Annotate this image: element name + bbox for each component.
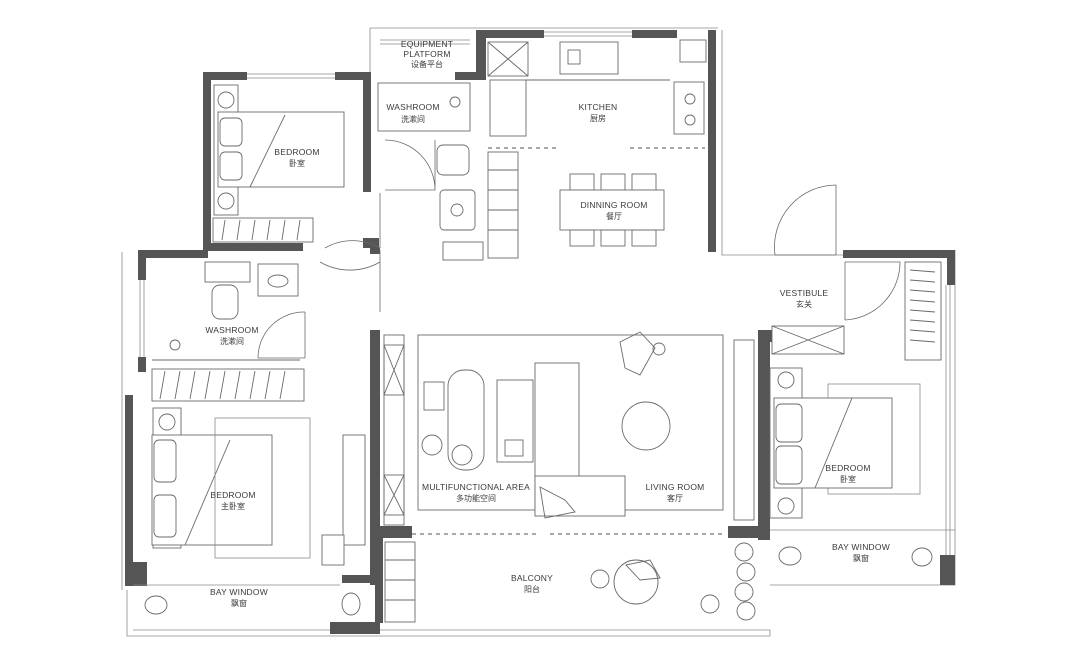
- bedroom-top-label-en: BEDROOM: [274, 147, 319, 157]
- bedroom-right-label-cn: 卧室: [840, 474, 856, 484]
- master-bedroom-label-en: BEDROOM: [210, 490, 255, 500]
- master-bedroom-furniture: [133, 368, 366, 616]
- dining-room-label-cn: 餐厅: [606, 212, 622, 221]
- washroom-top-label-cn: 洗漱间: [401, 114, 425, 124]
- living-room-label-cn: 客厅: [667, 493, 683, 503]
- washroom-top-label-en: WASHROOM: [386, 102, 439, 112]
- room-labels: EQUIPMENT PLATFORM 设备平台 WASHROOM 洗漱间 KIT…: [205, 39, 890, 608]
- bedroom-top-label-cn: 卧室: [289, 158, 305, 168]
- bay-window-left-label-en: BAY WINDOW: [210, 587, 268, 597]
- bedroom-top-furniture: [212, 84, 345, 243]
- bay-window-left-label-cn: 飘窗: [231, 598, 247, 608]
- bay-window-right-label-cn: 飘窗: [853, 553, 869, 563]
- multifunctional-area-label-en: MULTIFUNCTIONAL AREA: [422, 482, 530, 492]
- walls: [125, 30, 955, 634]
- equipment-platform-label-cn: 设备平台: [411, 59, 443, 69]
- kitchen-label-en: KITCHEN: [579, 102, 618, 112]
- vestibule-label-cn: 玄关: [796, 299, 812, 309]
- master-bedroom-label-cn: 主卧室: [221, 501, 245, 511]
- washroom-left-fixtures: [152, 261, 300, 361]
- kitchen-fixtures: [487, 39, 707, 259]
- bay-window-right-label-en: BAY WINDOW: [832, 542, 890, 552]
- balcony-furniture: [384, 541, 756, 623]
- equipment-platform-label-en2: PLATFORM: [403, 49, 450, 59]
- dining-set: [559, 173, 665, 247]
- vestibule-label-en: VESTIBULE: [780, 288, 829, 298]
- balcony-label-cn: 阳台: [524, 584, 540, 594]
- vestibule-and-right-bedroom: [769, 261, 942, 567]
- windows: [139, 31, 951, 555]
- dining-room-label-en: DINNING ROOM: [580, 200, 647, 210]
- balcony-label-en: BALCONY: [511, 573, 553, 583]
- bedroom-right-label-en: BEDROOM: [825, 463, 870, 473]
- living-room-label-en: LIVING ROOM: [646, 482, 705, 492]
- kitchen-label-cn: 厨房: [590, 113, 606, 123]
- equipment-platform-label-en1: EQUIPMENT: [401, 39, 453, 49]
- doors: [257, 139, 901, 359]
- living-furniture: [383, 331, 755, 535]
- washroom-left-label-en: WASHROOM: [205, 325, 258, 335]
- washroom-top-fixtures: [377, 82, 484, 261]
- washroom-left-label-cn: 洗漱间: [220, 336, 244, 346]
- multifunctional-area-label-cn: 多功能空间: [456, 493, 496, 503]
